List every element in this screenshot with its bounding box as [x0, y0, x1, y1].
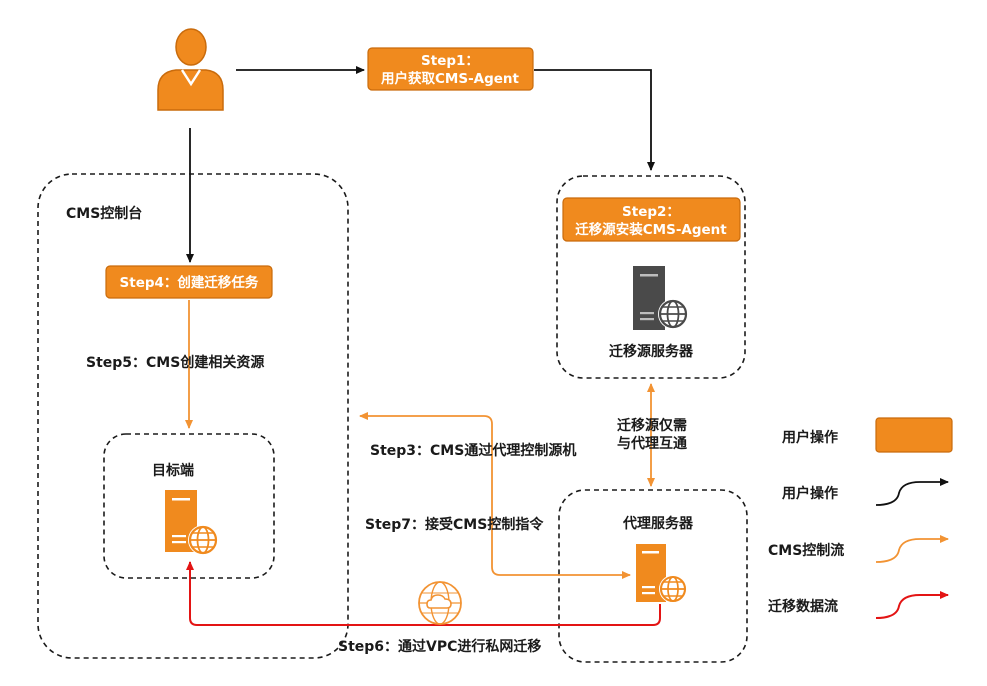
arrow-step1-to-source — [534, 69, 655, 171]
step3-label: Step3：CMS通过代理控制源机 — [370, 442, 576, 459]
step7-label: Step7：接受CMS控制指令 — [365, 516, 544, 533]
arrow-cms-proxy-control — [359, 412, 631, 579]
target-server-icon — [165, 490, 218, 555]
legend: 用户操作 用户操作 CMS控制流 迁移数据流 — [768, 417, 953, 619]
proxy-server-label: 代理服务器 — [622, 515, 694, 532]
legend-swatch-user-flow — [875, 478, 949, 506]
user-icon — [157, 28, 224, 111]
legend-label-user-action-box: 用户操作 — [782, 429, 838, 446]
source-server-label: 迁移源服务器 — [609, 343, 694, 360]
target-group — [103, 433, 275, 579]
legend-swatch-cms-control-flow — [875, 535, 949, 563]
step5-label: Step5：CMS创建相关资源 — [86, 354, 264, 371]
step2-title: Step2： — [622, 204, 680, 220]
proxy-server-group — [558, 489, 748, 663]
target-label: 目标端 — [152, 462, 194, 479]
step6-label: Step6：通过VPC进行私网迁移 — [338, 638, 541, 655]
legend-label-migration-data-flow: 迁移数据流 — [768, 598, 838, 615]
legend-label-cms-control-flow: CMS控制流 — [768, 542, 844, 559]
arrow-migration-data-flow — [186, 561, 661, 626]
step4-label: Step4：创建迁移任务 — [120, 274, 259, 291]
connection-note-line2: 与代理互通 — [617, 435, 687, 452]
cms-console-label: CMS控制台 — [66, 205, 142, 222]
source-server-icon — [633, 266, 688, 330]
step2-box: Step2： 迁移源安装CMS-Agent — [562, 197, 741, 242]
globe-icon — [658, 299, 688, 329]
connection-note-line1: 迁移源仅需 — [617, 417, 687, 434]
step1-desc: 用户获取CMS-Agent — [381, 70, 520, 87]
source-server-group — [556, 175, 746, 379]
step1-box: Step1： 用户获取CMS-Agent — [367, 47, 534, 91]
legend-swatch-user-action — [875, 417, 953, 453]
step2-desc: 迁移源安装CMS-Agent — [575, 221, 727, 238]
cms-console-group — [37, 173, 349, 659]
legend-label-user-action-flow: 用户操作 — [782, 485, 838, 502]
globe-icon — [659, 575, 687, 603]
step1-title: Step1： — [421, 53, 479, 69]
step4-box: Step4：创建迁移任务 — [105, 265, 273, 299]
proxy-server-icon — [636, 544, 687, 603]
vpc-cloud-icon — [418, 581, 462, 625]
legend-swatch-migration-data-flow — [875, 591, 949, 619]
globe-icon — [188, 525, 218, 555]
